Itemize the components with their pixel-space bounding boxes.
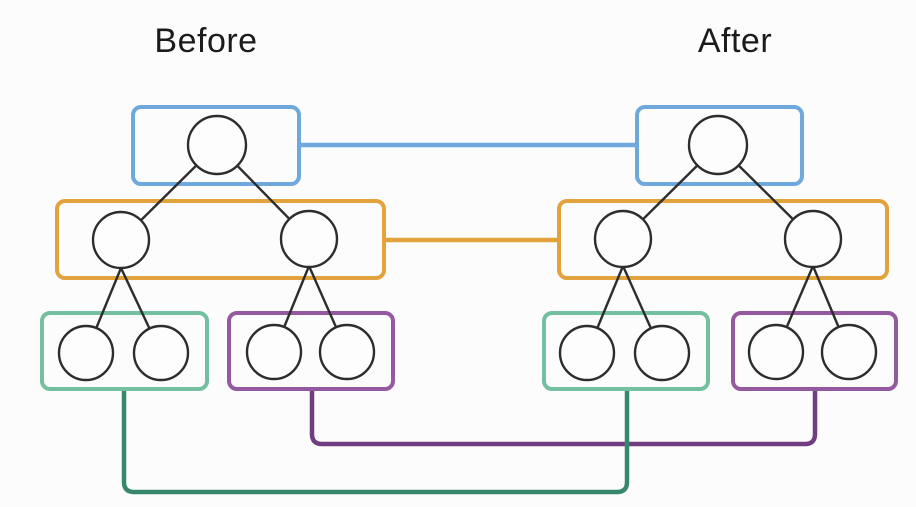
after-left-leaf-box	[542, 311, 710, 391]
before-right-leaf-box	[227, 311, 395, 391]
after-root-node	[687, 114, 749, 176]
after-leaf-node-4	[820, 323, 878, 381]
after-internal-box	[557, 199, 889, 280]
after-internal-left-node	[593, 209, 653, 269]
after-leaf-node-1	[558, 324, 616, 382]
before-title: Before	[154, 22, 258, 60]
after-root-box	[635, 105, 804, 186]
right-leaf-group-link	[309, 389, 818, 447]
before-root-node	[186, 114, 248, 176]
before-internal-right-node	[279, 209, 339, 269]
left-leaf-group-link	[121, 389, 630, 495]
after-title: After	[697, 22, 773, 60]
before-leaf-node-1	[57, 324, 115, 382]
after-leaf-node-3	[747, 323, 805, 381]
before-leaf-node-2	[132, 324, 190, 382]
before-leaf-node-3	[245, 323, 303, 381]
before-left-leaf-box	[40, 311, 209, 391]
after-right-leaf-box	[731, 311, 898, 391]
before-internal-left-node	[91, 210, 151, 270]
after-internal-right-node	[783, 209, 843, 269]
after-leaf-node-2	[633, 324, 691, 382]
before-leaf-node-4	[318, 323, 376, 381]
before-internal-box	[55, 199, 386, 280]
before-root-box	[131, 105, 301, 186]
